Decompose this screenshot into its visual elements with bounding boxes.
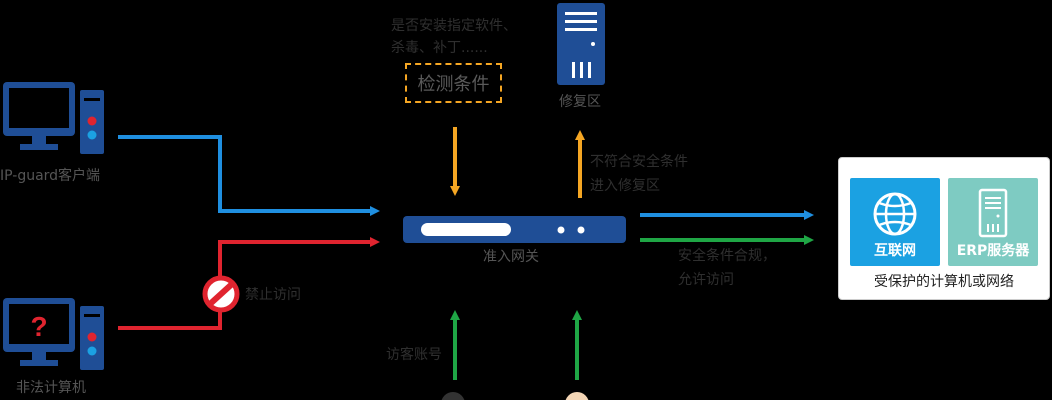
repair-zone-label: 修复区 [559, 94, 601, 110]
erp-server-icon [978, 188, 1008, 238]
repair-server-icon [557, 3, 605, 85]
compliant-line1: 安全条件合规， [678, 248, 776, 264]
erp-server-tile: ERP服务器 [948, 178, 1038, 266]
check-items-line1: 是否安装指定软件、 [391, 18, 517, 34]
no-entry-icon [202, 275, 240, 313]
client-to-gateway-line [118, 135, 380, 216]
gateway-label: 准入网关 [483, 249, 539, 265]
protected-network-caption: 受保护的计算机或网络 [874, 274, 1014, 290]
compliant-line2: 允许访问 [678, 272, 734, 288]
visitor-account-label: 访客账号 [386, 347, 442, 363]
protected-network-panel: 互联网 ERP服务器 受保护的计算机或网络 [838, 157, 1050, 300]
detect-condition-label: 检测条件 [417, 74, 490, 95]
svg-text:?: ? [30, 311, 47, 342]
illegal-computer-label: 非法计算机 [16, 380, 86, 396]
internet-label: 互联网 [874, 243, 916, 259]
check-items-line2: 杀毒、补丁...... [391, 40, 488, 56]
client-label: IP-guard客户端 [0, 168, 101, 184]
erp-server-label: ERP服务器 [956, 243, 1030, 259]
noncompliant-line2: 进入修复区 [590, 178, 660, 194]
visitor-avatar-icon [441, 392, 465, 400]
globe-icon [873, 192, 917, 236]
client-computer-icon [3, 82, 104, 154]
illegal-computer-icon: ? [3, 298, 104, 370]
noncompliant-line1: 不符合安全条件 [590, 154, 688, 170]
user-avatar-icon [565, 392, 589, 400]
gateway-device-icon [403, 216, 626, 243]
internet-tile: 互联网 [850, 178, 940, 266]
detect-condition-box: 检测条件 [405, 63, 502, 103]
deny-access-label: 禁止访问 [245, 287, 301, 303]
